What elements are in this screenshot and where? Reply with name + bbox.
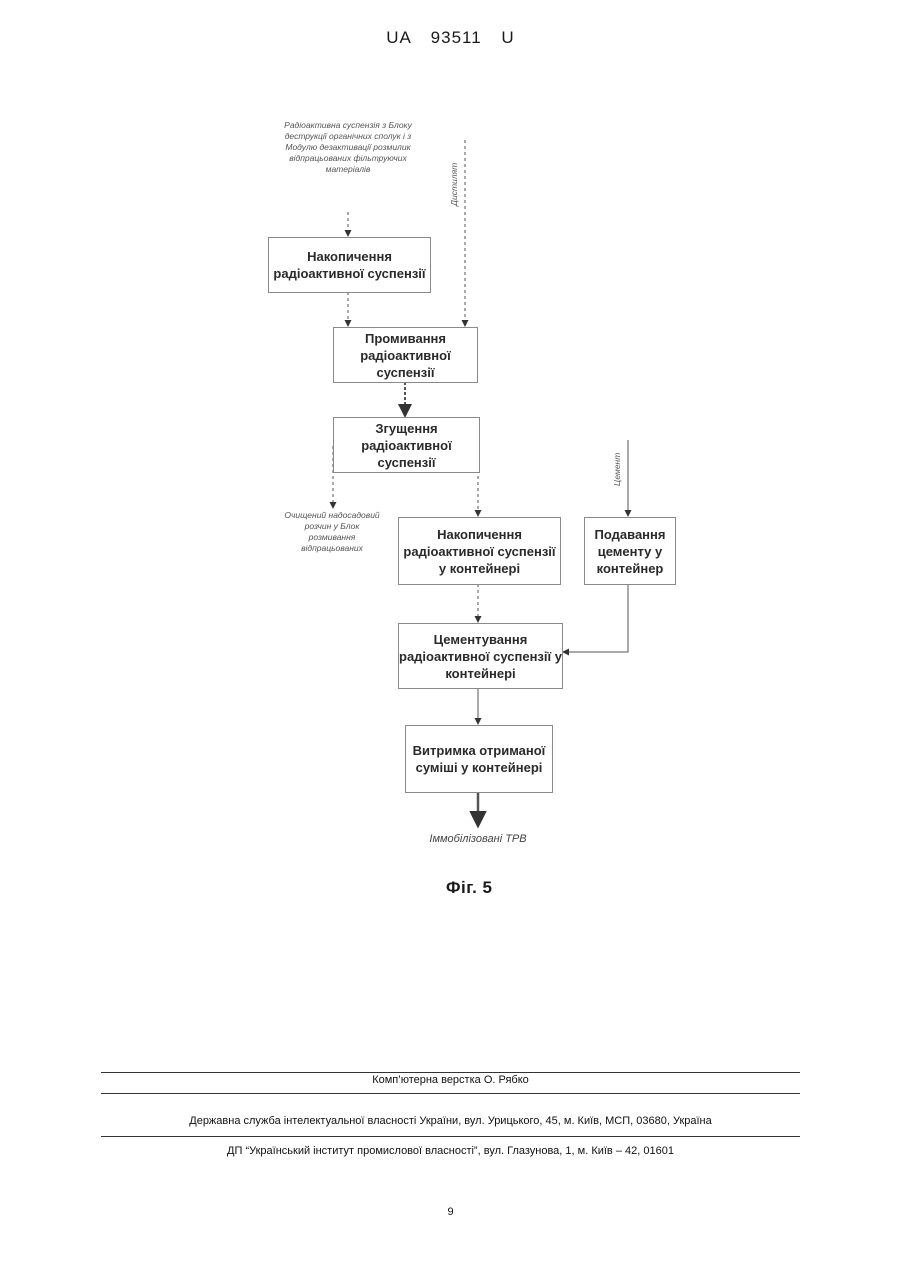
input-distillate: Дистилят bbox=[449, 163, 459, 206]
input-suspension-source: Радіоактивна суспензія з Блоку деструкці… bbox=[276, 120, 420, 175]
figure-label: Фіг. 5 bbox=[446, 878, 493, 898]
box-washing: Промивання радіоактивної суспензії bbox=[333, 327, 478, 383]
box-container-accumulation: Накопичення радіоактивної суспензії у ко… bbox=[398, 517, 561, 585]
box-accumulation: Накопичення радіоактивної суспензії bbox=[268, 237, 431, 293]
footer-layout: Комп’ютерна верстка О. Рябко bbox=[0, 1074, 901, 1086]
final-output-label: Іммобілізовані ТРВ bbox=[408, 832, 548, 846]
footer-rule-2 bbox=[101, 1093, 800, 1094]
input-cement: Цемент bbox=[612, 453, 622, 486]
footer-rule-3 bbox=[101, 1136, 800, 1137]
footer-rule-1 bbox=[101, 1072, 800, 1073]
box-cementing: Цементування радіоактивної суспензії у к… bbox=[398, 623, 563, 689]
box-holding: Витримка отриманої суміші у контейнері bbox=[405, 725, 553, 793]
footer-agency: Державна служба інтелектуальної власност… bbox=[0, 1115, 901, 1127]
page-number: 9 bbox=[0, 1206, 901, 1218]
box-cement-feed: Подавання цементу у контейнер bbox=[584, 517, 676, 585]
box-thickening: Згущення радіоактивної суспензії bbox=[333, 417, 480, 473]
side-output-label: Очищений надосадовий розчин у Блок розми… bbox=[284, 510, 380, 554]
footer-institute: ДП “Український інститут промислової вла… bbox=[0, 1145, 901, 1157]
arrow-feed-to-cementing bbox=[563, 584, 628, 652]
